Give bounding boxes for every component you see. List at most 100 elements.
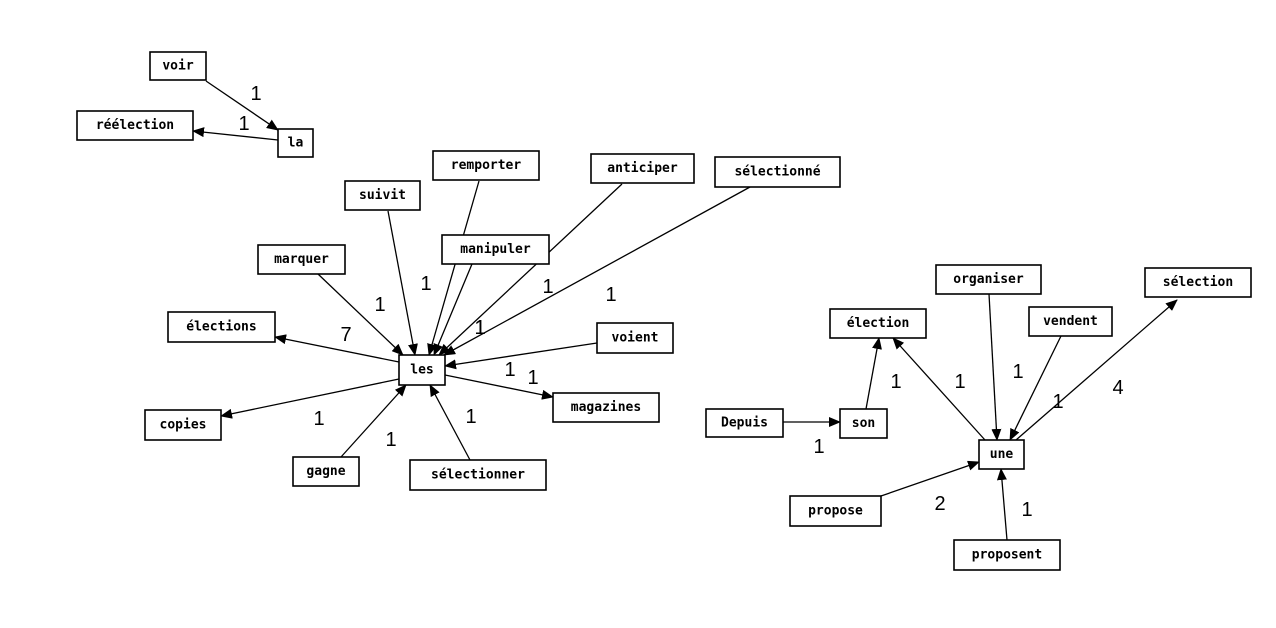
node-organiser: organiser bbox=[935, 264, 1042, 295]
node-label: copies bbox=[160, 418, 207, 433]
node-box bbox=[978, 439, 1025, 470]
edge-weight-label: 1 bbox=[420, 273, 431, 295]
node-label: les bbox=[410, 363, 433, 378]
node-remporter: remporter bbox=[432, 150, 540, 181]
edge-vendent-to-une bbox=[1009, 335, 1062, 441]
edge-arrow bbox=[274, 334, 400, 363]
node-son: son bbox=[839, 408, 888, 439]
edge-voient-to-les bbox=[444, 342, 598, 370]
edge-arrow bbox=[443, 186, 751, 356]
node-label: voir bbox=[162, 59, 193, 74]
edge-manipuler-to-les bbox=[433, 263, 473, 356]
edge-weight-label: 1 bbox=[474, 317, 485, 339]
edge-weight-label: 1 bbox=[465, 406, 476, 428]
edge-gagne-to-les bbox=[340, 384, 407, 458]
edge-weight-label: 7 bbox=[340, 324, 351, 346]
edge-les-to-copies bbox=[220, 378, 400, 419]
node-box bbox=[590, 153, 695, 184]
node-box bbox=[144, 409, 222, 441]
node-box bbox=[829, 308, 927, 339]
edge-arrow bbox=[1015, 299, 1178, 441]
node-box bbox=[935, 264, 1042, 295]
edge-weight-label: 1 bbox=[542, 276, 553, 298]
edge-arrow bbox=[220, 378, 400, 419]
edge-weight-label: 1 bbox=[374, 294, 385, 316]
node-label: suivit bbox=[359, 188, 406, 203]
edge-voir-to-la bbox=[205, 80, 279, 131]
node-magazines: magazines bbox=[552, 392, 660, 423]
edge-organiser-to-une bbox=[988, 293, 1002, 441]
node-selectionner: sélectionner bbox=[409, 459, 547, 491]
node-label: manipuler bbox=[460, 242, 531, 257]
node-label: marquer bbox=[274, 252, 329, 267]
edge-arrow bbox=[880, 460, 980, 497]
edge-selectionner-to-les bbox=[429, 384, 471, 461]
node-box bbox=[398, 354, 446, 386]
node-label: élections bbox=[186, 320, 256, 335]
edges-layer bbox=[192, 80, 1178, 541]
edge-arrow bbox=[433, 263, 473, 356]
edge-arrow bbox=[892, 337, 986, 441]
node-box bbox=[441, 234, 550, 265]
node-label: sélectionner bbox=[431, 468, 525, 483]
node-box bbox=[705, 408, 784, 438]
edge-weight-label: 1 bbox=[313, 408, 324, 430]
node-voir: voir bbox=[149, 51, 207, 81]
node-label: sélectionné bbox=[734, 165, 820, 180]
node-election: élection bbox=[829, 308, 927, 339]
edge-arrow bbox=[988, 293, 1002, 441]
node-gagne: gagne bbox=[292, 456, 360, 487]
edge-weight-label: 1 bbox=[527, 367, 538, 389]
edge-arrow bbox=[340, 384, 407, 458]
edge-arrow bbox=[429, 384, 471, 461]
node-box bbox=[1144, 267, 1252, 298]
edge-remporter-to-les bbox=[427, 180, 480, 356]
node-label: son bbox=[852, 416, 875, 431]
node-la: la bbox=[277, 128, 314, 158]
node-label: sélection bbox=[1163, 275, 1233, 290]
edge-les-to-elections bbox=[274, 334, 400, 363]
node-label: vendent bbox=[1043, 314, 1098, 329]
node-label: propose bbox=[808, 504, 863, 519]
edge-son-to-election bbox=[865, 337, 882, 410]
node-copies: copies bbox=[144, 409, 222, 441]
edge-weight-label: 4 bbox=[1112, 377, 1123, 399]
node-reelection: réélection bbox=[76, 110, 194, 141]
node-box bbox=[596, 322, 674, 354]
node-label: réélection bbox=[96, 118, 174, 133]
edge-une-to-selection bbox=[1015, 299, 1178, 441]
node-proposent: proposent bbox=[953, 539, 1061, 571]
node-box bbox=[277, 128, 314, 158]
node-box bbox=[409, 459, 547, 491]
node-depuis: Depuis bbox=[705, 408, 784, 438]
edge-marquer-to-les bbox=[317, 273, 404, 356]
node-box bbox=[76, 110, 194, 141]
node-box bbox=[292, 456, 360, 487]
edge-weight-label: 1 bbox=[1012, 361, 1023, 383]
node-box bbox=[149, 51, 207, 81]
node-label: la bbox=[288, 136, 304, 151]
edge-propose-to-une bbox=[880, 460, 980, 497]
edge-les-to-magazines bbox=[444, 374, 554, 400]
node-voient: voient bbox=[596, 322, 674, 354]
edge-weight-label: 1 bbox=[238, 113, 249, 135]
node-suivit: suivit bbox=[344, 180, 421, 211]
edge-weight-label: 1 bbox=[954, 371, 965, 393]
edge-arrow bbox=[427, 180, 480, 356]
edge-weight-label: 1 bbox=[385, 429, 396, 451]
node-box bbox=[953, 539, 1061, 571]
node-label: proposent bbox=[972, 548, 1042, 563]
node-label: organiser bbox=[953, 272, 1024, 287]
node-label: une bbox=[990, 447, 1014, 462]
node-les: les bbox=[398, 354, 446, 386]
node-box bbox=[839, 408, 888, 439]
node-selectionne: sélectionné bbox=[714, 156, 841, 188]
node-manipuler: manipuler bbox=[441, 234, 550, 265]
edge-proposent-to-une bbox=[996, 468, 1008, 541]
edge-arrow bbox=[387, 210, 418, 356]
edge-arrow bbox=[444, 342, 598, 370]
edge-arrow bbox=[192, 127, 279, 141]
